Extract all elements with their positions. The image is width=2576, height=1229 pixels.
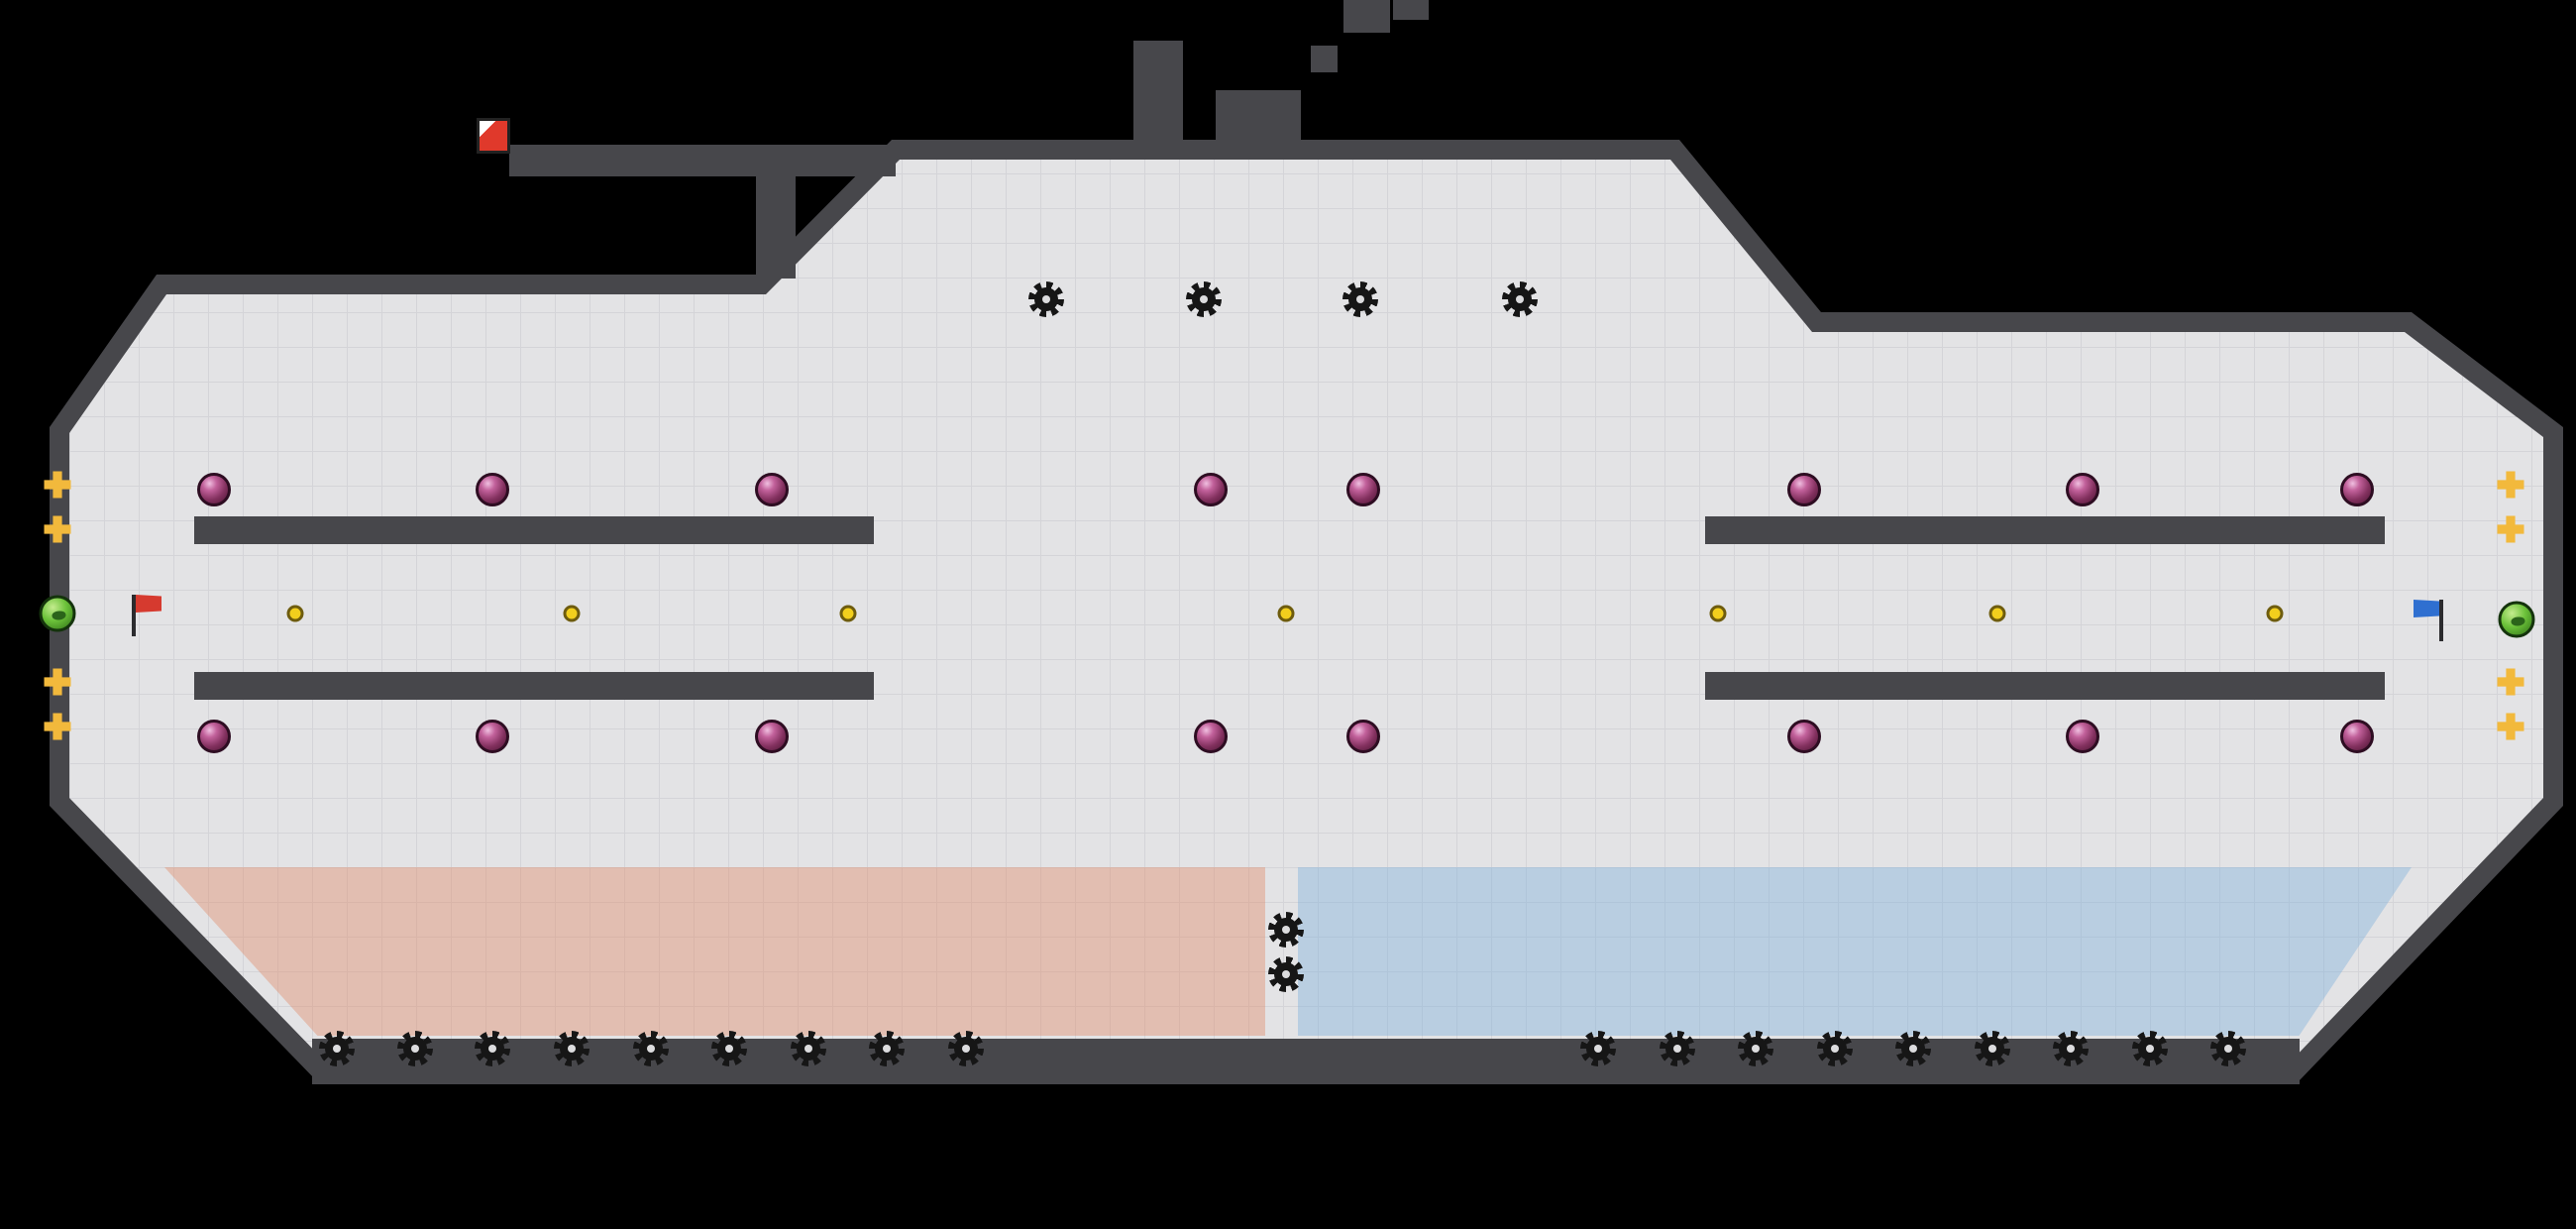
saw-gear-icon [2210,1031,2246,1066]
saw-gear-icon [1342,281,1378,317]
bomb-pickup-icon [755,720,789,753]
cross-pickup-icon [2497,668,2524,696]
saw-gear-icon [397,1031,433,1066]
platform [1705,672,2385,700]
antenna-node [1311,46,1338,72]
bomb-pickup-icon [1194,473,1228,506]
saw-gear-icon [1738,1031,1773,1066]
cross-pickup-icon [44,668,71,696]
coin-pickup-icon [563,605,581,622]
saw-gear-icon [948,1031,984,1066]
bomb-pickup-icon [1787,473,1821,506]
blue-team-zone [1298,867,2412,1036]
saw-gear-icon [554,1031,590,1066]
cross-pickup-icon [44,713,71,740]
saw-gear-icon [2053,1031,2089,1066]
saw-gear-icon [711,1031,747,1066]
red-team-flag [132,595,161,636]
cannon-support [756,174,796,279]
cross-pickup-icon [2497,515,2524,543]
bomb-pickup-icon [197,720,231,753]
bomb-pickup-icon [476,473,509,506]
cross-pickup-icon [2497,713,2524,740]
coin-pickup-icon [1277,605,1295,622]
bomb-pickup-icon [1346,473,1380,506]
saw-gear-icon [475,1031,510,1066]
saw-gear-icon [791,1031,826,1066]
orb-pickup-icon [2498,601,2535,638]
turret-mast [1133,41,1183,140]
bomb-pickup-icon [1194,720,1228,753]
saw-gear-icon [1186,281,1222,317]
flag-cloth [136,595,161,613]
blue-team-flag [2414,600,2443,641]
saw-gear-icon [633,1031,669,1066]
turret-hatch [1216,90,1301,140]
flag-pole [2439,600,2443,641]
cross-pickup-icon [44,515,71,543]
platform [1705,516,2385,544]
saw-gear-icon [1268,912,1304,948]
saw-gear-icon [1660,1031,1695,1066]
cannon-barrel [509,145,896,176]
saw-gear-icon [1028,281,1064,317]
orb-pickup-icon [39,595,76,632]
flag-cloth [2414,600,2439,617]
coin-pickup-icon [2266,605,2284,622]
red-team-zone [164,867,1265,1036]
tank-hull-floor [69,160,2543,1061]
saw-gear-icon [1895,1031,1931,1066]
bomb-pickup-icon [1787,720,1821,753]
saw-gear-icon [1268,956,1304,992]
cross-pickup-icon [2497,471,2524,499]
saw-gear-icon [869,1031,905,1066]
bomb-pickup-icon [476,720,509,753]
saw-gear-icon [1580,1031,1616,1066]
coin-pickup-icon [1988,605,2006,622]
saw-gear-icon [2132,1031,2168,1066]
coin-pickup-icon [839,605,857,622]
platform [194,672,874,700]
bomb-pickup-icon [2340,473,2374,506]
saw-gear-icon [319,1031,355,1066]
platform [194,516,874,544]
antenna-tip [1393,0,1429,20]
coin-pickup-icon [1709,605,1727,622]
bomb-pickup-icon [1346,720,1380,753]
bomb-pickup-icon [2066,473,2099,506]
bomb-pickup-icon [2066,720,2099,753]
cross-pickup-icon [44,471,71,499]
saw-gear-icon [1817,1031,1853,1066]
saw-gear-icon [1975,1031,2010,1066]
bomb-pickup-icon [755,473,789,506]
coin-pickup-icon [286,605,304,622]
flag-pole [132,595,136,636]
bomb-pickup-icon [197,473,231,506]
finish-flag-marker [477,118,510,154]
saw-gear-icon [1502,281,1538,317]
antenna-bar [1343,0,1390,33]
bomb-pickup-icon [2340,720,2374,753]
